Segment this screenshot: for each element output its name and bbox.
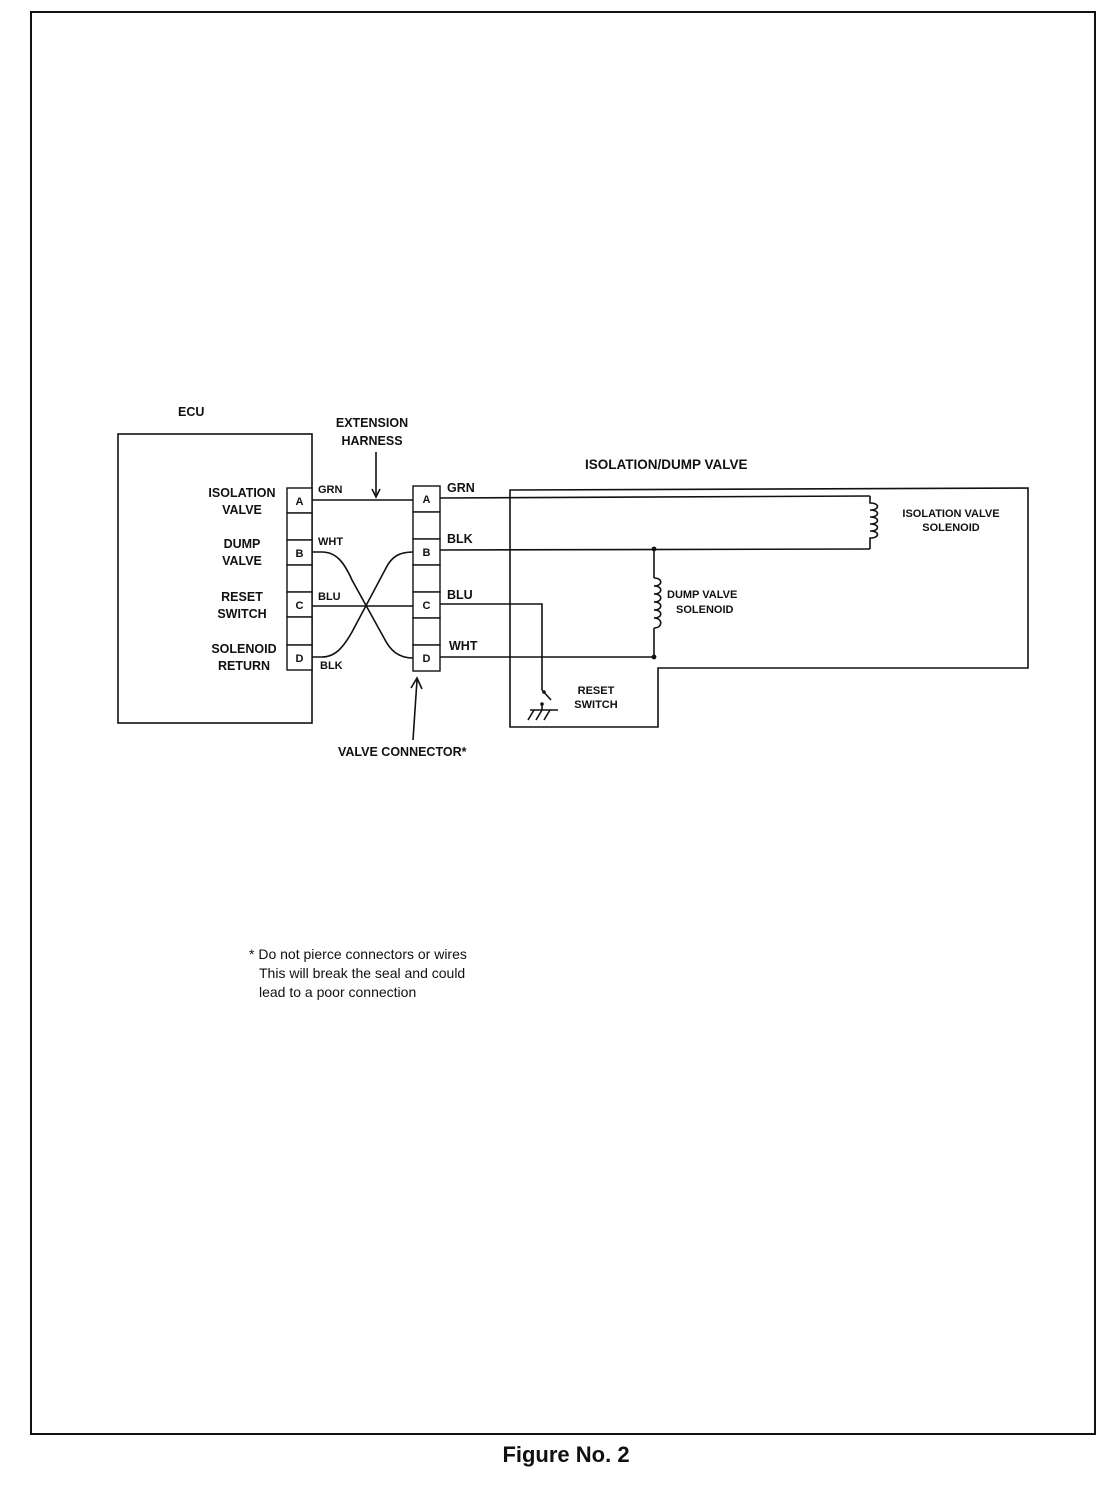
isolation-solenoid-label-1: ISOLATION VALVE: [902, 508, 999, 520]
note-line-1: * Do not pierce connectors or wires: [249, 946, 467, 962]
wire-d-to-b: [312, 551, 414, 658]
valve-connector-label: VALVE CONNECTOR*: [338, 745, 467, 759]
vc-pin-b-cell: [412, 538, 441, 566]
vc-pin-a: A: [423, 494, 431, 506]
ecu-pin-b: B: [296, 548, 304, 560]
ecu-box: [117, 433, 313, 724]
vc-spacer-2: [412, 564, 441, 593]
ecu-label-isolation-2: VALVE: [222, 503, 262, 517]
vc-wire-b-color: BLK: [447, 532, 473, 546]
ecu-spacer-3: [286, 616, 313, 646]
vc-pin-d-cell: [412, 644, 441, 672]
harness-label-2: HARNESS: [341, 434, 402, 448]
ecu-label-solenoid-1: SOLENOID: [211, 642, 276, 656]
vc-wire-d-color: WHT: [449, 639, 478, 653]
junction-b: [651, 546, 657, 552]
valve-wires: [439, 495, 871, 690]
ecu-pin-c: C: [296, 600, 304, 612]
valve-wire-a: [439, 495, 871, 499]
ecu-connector: A B C D: [286, 487, 313, 671]
valve-wire-c: [440, 603, 543, 690]
ecu-label-dump-2: VALVE: [222, 554, 262, 568]
reset-switch-label-2: SWITCH: [574, 699, 617, 711]
ecu-wire-a-color: GRN: [318, 484, 343, 496]
ecu-label-dump-1: DUMP: [224, 537, 261, 551]
vc-pin-b: B: [423, 547, 431, 559]
ecu-labels: ISOLATION VALVE DUMP VALVE RESET SWITCH …: [208, 486, 276, 673]
dump-solenoid-coil: [653, 577, 662, 629]
note-line-3: lead to a poor connection: [259, 984, 416, 1000]
figure-caption: Figure No. 2: [502, 1442, 629, 1467]
ecu-spacer-2: [286, 564, 313, 593]
isolation-solenoid-label-2: SOLENOID: [922, 522, 980, 534]
vc-pin-d: D: [423, 653, 431, 665]
note-line-2: This will break the seal and could: [259, 965, 465, 981]
page-frame: [30, 11, 1096, 1435]
ecu-label-reset-2: SWITCH: [217, 607, 266, 621]
ecu-wire-b-color: WHT: [318, 536, 343, 548]
dump-solenoid-label-2: SOLENOID: [676, 604, 734, 616]
junction-d: [651, 654, 657, 660]
valve-connector: A B C D: [412, 485, 441, 672]
ground-hatch-2: [535, 709, 543, 721]
vc-arrow-line: [412, 679, 418, 741]
harness-label-1: EXTENSION: [336, 416, 408, 430]
vc-spacer-3: [412, 617, 441, 646]
ecu-pin-a: A: [296, 496, 304, 508]
ecu-pin-d-cell: [286, 644, 313, 671]
ground-hatch-3: [543, 709, 551, 721]
vc-spacer-1: [412, 511, 441, 540]
reset-switch-contact: [542, 690, 546, 694]
ecu-label-isolation-1: ISOLATION: [208, 486, 275, 500]
ecu-pin-c-cell: [286, 591, 313, 618]
vc-pin-a-cell: [412, 485, 441, 513]
ecu-wire-d-color: BLK: [320, 660, 343, 672]
vc-wire-c-color: BLU: [447, 588, 473, 602]
ecu-title: ECU: [178, 405, 204, 419]
vc-pin-c: C: [423, 600, 431, 612]
valve-title: ISOLATION/DUMP VALVE: [585, 457, 748, 472]
wire-b-to-d: [312, 551, 414, 659]
reset-switch-symbol: [527, 689, 558, 721]
valve-box: [509, 487, 1029, 728]
isolation-solenoid-coil: [869, 496, 879, 549]
ecu-pin-d: D: [296, 653, 304, 665]
vc-pin-c-cell: [412, 591, 441, 619]
vc-arrow-head: [410, 676, 423, 690]
ecu-label-solenoid-2: RETURN: [218, 659, 270, 673]
ground-hatch-1: [527, 709, 535, 721]
ecu-wire-c-color: BLU: [318, 591, 341, 603]
harness-arrow-head: [371, 488, 381, 499]
dump-solenoid-label-1: DUMP VALVE: [667, 589, 737, 601]
reset-switch-label-1: RESET: [578, 685, 615, 697]
vc-wire-a-color: GRN: [447, 481, 475, 495]
harness-wires: [312, 499, 414, 659]
ecu-spacer-1: [286, 512, 313, 541]
ecu-label-reset-1: RESET: [221, 590, 263, 604]
